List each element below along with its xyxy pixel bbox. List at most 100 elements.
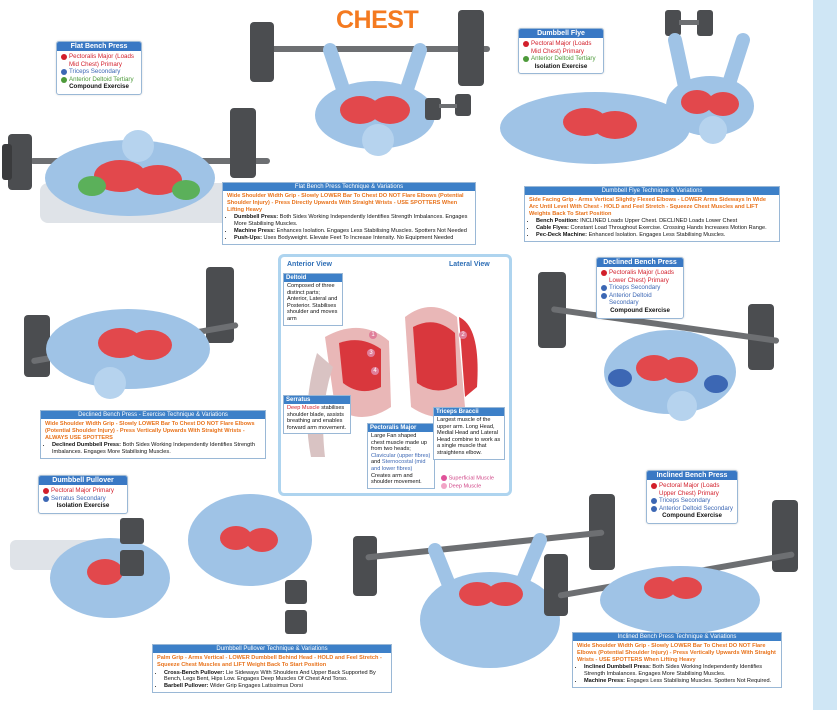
dumbbell-flye-technique-title: Dumbbell Flye Technique & Variations bbox=[525, 187, 779, 195]
flat-bench-press-illustration bbox=[2, 108, 270, 223]
variation-item: Push-Ups: Uses Bodyweight. Elevate Feet … bbox=[234, 235, 471, 242]
side-stripe bbox=[807, 0, 837, 710]
anterior-view-label: Anterior View bbox=[287, 261, 332, 268]
tertiary-muscle-row: Anterior Deltoid Tertiary bbox=[523, 55, 599, 63]
clavicular-label: Clavicular (upper fibres) bbox=[371, 452, 431, 459]
primary-dot-icon bbox=[61, 54, 67, 60]
secondary-muscle-row: Triceps Secondary bbox=[601, 284, 679, 292]
primary-muscle-row: Pectoral Major (Loads Mid Chest) Primary bbox=[523, 40, 599, 55]
dumbbell-flye-illustration bbox=[425, 10, 754, 164]
legend-deep: Deep Muscle bbox=[441, 483, 481, 490]
variation-item: Inclined Dumbbell Press: Both Sides Work… bbox=[584, 664, 777, 678]
tertiary-muscle-row: Anterior Deltoid Secondary bbox=[601, 292, 679, 307]
tertiary-dot-icon bbox=[651, 505, 657, 512]
variation-item: Machine Press: Engages Less Stabilising … bbox=[584, 678, 777, 685]
primary-dot-icon bbox=[601, 270, 607, 276]
secondary-dot-icon bbox=[601, 285, 607, 292]
variation-list: Inclined Dumbbell Press: Both Sides Work… bbox=[577, 664, 777, 684]
tertiary-muscle-row: Anterior Deltoid Tertiary bbox=[61, 76, 137, 84]
variation-item: Pec-Deck Machine: Enhanced Isolation. En… bbox=[536, 232, 775, 239]
number-marker-3: 3 bbox=[367, 349, 375, 357]
exercise-type: Compound Exercise bbox=[662, 512, 722, 520]
variation-item: Declined Dumbbell Press: Both Sides Work… bbox=[52, 442, 261, 456]
variation-item: Barbell Pullover: Wider Grip Engages Lat… bbox=[164, 683, 387, 690]
variation-item: Cross-Bench Pullover: Lie Sideways With … bbox=[164, 670, 387, 684]
primary-muscle-row: Pectoralis Major (Loads Lower Chest) Pri… bbox=[601, 269, 679, 284]
technique-instructions: Wide Shoulder Width Grip - Slowly LOWER … bbox=[577, 643, 776, 663]
tertiary-dot-icon bbox=[61, 76, 67, 83]
pectoralis-description: Large Fan shaped chest muscle made up fr… bbox=[371, 433, 427, 453]
secondary-dot-icon bbox=[43, 495, 49, 502]
deltoid-callout-title: Deltoid bbox=[284, 274, 342, 282]
serratus-callout: Serratus Deep Muscle stabilises shoulder… bbox=[283, 395, 351, 435]
technique-instructions: Wide Shoulder Width Grip - Slowly LOWER … bbox=[227, 193, 464, 213]
bench-press-top-illustration bbox=[250, 10, 490, 156]
triceps-callout: Triceps Braccii Largest muscle of the up… bbox=[433, 407, 505, 460]
anatomy-muscle-illustration bbox=[307, 307, 478, 457]
number-marker-1: 1 bbox=[369, 331, 377, 339]
deltoid-description: Composed of three distinct parts; Anteri… bbox=[287, 283, 338, 322]
deltoid-callout: Deltoid Composed of three distinct parts… bbox=[283, 273, 343, 326]
lateral-view-label: Lateral View bbox=[449, 261, 490, 268]
primary-muscle-row: Pectoral Major Primary bbox=[43, 487, 123, 495]
inclined-bench-card-title: Inclined Bench Press bbox=[647, 471, 737, 480]
secondary-dot-icon bbox=[651, 498, 657, 505]
inclined-bench-technique: Inclined Bench Press Technique & Variati… bbox=[572, 632, 782, 688]
serratus-description: stabilises shoulder blade, assists breat… bbox=[287, 405, 347, 431]
primary-muscle-row: Pectoral Major (Loads Upper Chest) Prima… bbox=[651, 482, 733, 497]
variation-list: Cross-Bench Pullover: Lie Sideways With … bbox=[157, 670, 387, 690]
tertiary-dot-icon bbox=[523, 56, 529, 63]
variation-item: Cable Flyes: Constant Load Throughout Ex… bbox=[536, 225, 775, 232]
serratus-callout-title: Serratus bbox=[284, 396, 350, 404]
legend-superficial: Superficial Muscle bbox=[441, 475, 494, 482]
dumbbell-pullover-card: Dumbbell Pullover Pectoral Major Primary… bbox=[38, 475, 128, 514]
declined-bench-card-title: Declined Bench Press bbox=[597, 258, 683, 267]
superficial-swatch-icon bbox=[441, 475, 447, 481]
technique-instructions: Wide Shoulder Width Grip - Slowly LOWER … bbox=[45, 421, 255, 441]
flat-bench-technique-title: Flat Bench Press Technique & Variations bbox=[223, 183, 475, 191]
inclined-bench-press-illustration bbox=[353, 494, 615, 668]
sternocostal-label: Sternocostal (mid and lower fibres) bbox=[371, 459, 426, 472]
variation-item: Dumbbell Press: Both Sides Working Indep… bbox=[234, 214, 471, 228]
secondary-muscle-row: Triceps Secondary bbox=[651, 497, 733, 505]
secondary-dot-icon bbox=[61, 69, 67, 76]
page-title: CHEST bbox=[336, 6, 419, 34]
exercise-type: Isolation Exercise bbox=[534, 62, 588, 70]
variation-list: Declined Dumbbell Press: Both Sides Work… bbox=[45, 442, 261, 456]
tertiary-dot-icon bbox=[601, 292, 607, 299]
declined-bench-press-illustration bbox=[24, 267, 239, 399]
secondary-muscle-row: Serratus Secondary bbox=[43, 495, 123, 503]
triceps-description: Largest muscle of the upper arm. Long He… bbox=[437, 417, 501, 456]
variation-list: Bench Position: INCLINED Loads Upper Che… bbox=[529, 218, 775, 238]
dumbbell-flye-card-title: Dumbbell Flye bbox=[519, 29, 603, 38]
pectoralis-callout: Pectoralis Major Large Fan shaped chest … bbox=[367, 423, 435, 489]
dumbbell-flye-card: Dumbbell Flye Pectoral Major (Loads Mid … bbox=[518, 28, 604, 75]
deep-swatch-icon bbox=[441, 483, 447, 489]
dumbbell-flye-technique: Dumbbell Flye Technique & Variations Sid… bbox=[524, 186, 780, 242]
declined-bench-technique: Declined Bench Press - Exercise Techniqu… bbox=[40, 410, 266, 459]
pectoralis-callout-title: Pectoralis Major bbox=[368, 424, 434, 432]
exercise-type: Compound Exercise bbox=[69, 83, 129, 91]
primary-muscle-row: Pectoralis Major (Loads Mid Chest) Prima… bbox=[61, 53, 137, 68]
number-marker-2: 2 bbox=[459, 331, 467, 339]
secondary-muscle-row: Triceps Secondary bbox=[61, 68, 137, 76]
flat-bench-technique: Flat Bench Press Technique & Variations … bbox=[222, 182, 476, 245]
dumbbell-pullover-technique: Dumbbell Pullover Technique & Variations… bbox=[152, 644, 392, 693]
tertiary-muscle-row: Anterior Deltoid Secondary bbox=[651, 505, 733, 513]
number-marker-4: 4 bbox=[371, 367, 379, 375]
pectoralis-function: Creates arm and shoulder movement. bbox=[371, 472, 422, 486]
flat-bench-card: Flat Bench Press Pectoralis Major (Loads… bbox=[56, 41, 142, 95]
declined-bench-technique-title: Declined Bench Press - Exercise Techniqu… bbox=[41, 411, 265, 419]
variation-list: Dumbbell Press: Both Sides Working Indep… bbox=[227, 214, 471, 241]
variation-item: Bench Position: INCLINED Loads Upper Che… bbox=[536, 218, 775, 225]
variation-item: Machine Press: Enhances Isolation. Engag… bbox=[234, 228, 471, 235]
inclined-bench-technique-title: Inclined Bench Press Technique & Variati… bbox=[573, 633, 781, 641]
exercise-type: Isolation Exercise bbox=[56, 502, 110, 510]
exercise-type: Compound Exercise bbox=[610, 306, 670, 314]
inclined-bench-press-illustration-2 bbox=[544, 500, 798, 634]
serratus-deep-muscle: Deep Muscle bbox=[287, 405, 320, 411]
primary-dot-icon bbox=[43, 488, 49, 494]
primary-dot-icon bbox=[651, 483, 657, 489]
declined-bench-card: Declined Bench Press Pectoralis Major (L… bbox=[596, 257, 684, 319]
